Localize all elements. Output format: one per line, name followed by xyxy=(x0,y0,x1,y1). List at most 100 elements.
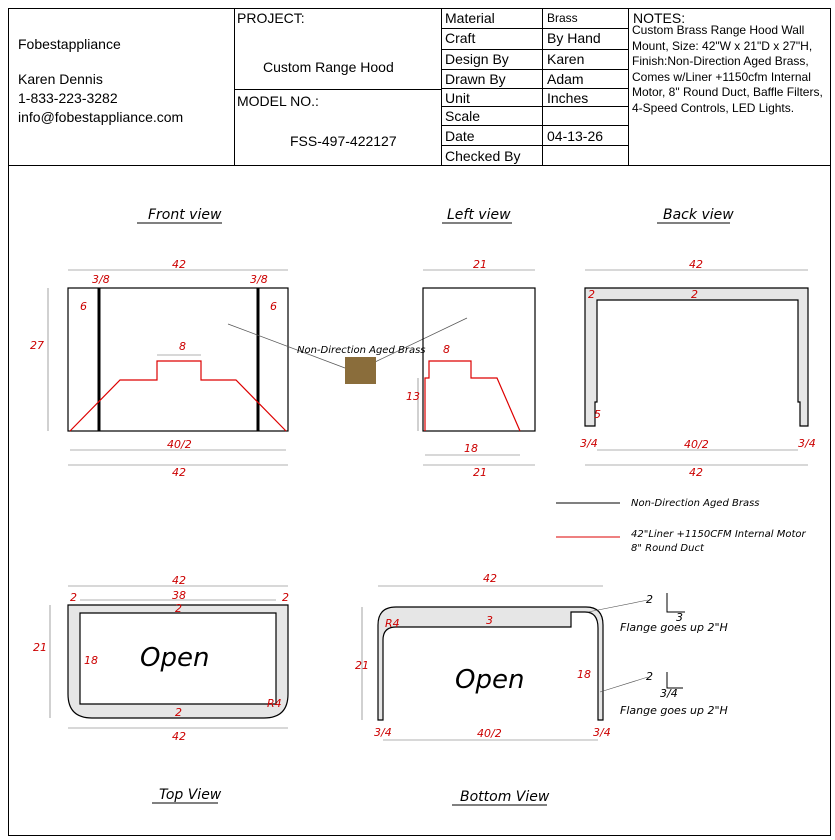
front-dim-40-1-2: 40/2 xyxy=(167,438,192,451)
title-block-divider xyxy=(628,8,629,166)
left-dim-8: 8 xyxy=(443,343,450,356)
left-dim-13: 13 xyxy=(406,390,420,403)
front-dim-42-bottom: 42 xyxy=(172,466,186,479)
bottom-dim-3-4-left: 3/4 xyxy=(374,726,392,739)
bottom-open-label: Open xyxy=(455,665,524,695)
top-dim-42-top: 42 xyxy=(172,574,186,587)
spec-value: Adam xyxy=(547,71,584,87)
callout-leader xyxy=(227,323,346,369)
legend-red-label-2: 8" Round Duct xyxy=(631,543,705,554)
material-callout-label: Non-Direction Aged Brass xyxy=(297,345,426,356)
top-dim-2-right: 2 xyxy=(282,591,289,604)
flange-note-top: Flange goes up 2"H xyxy=(620,621,728,634)
flange-dim-2-top: 2 xyxy=(646,593,653,606)
front-dim-8: 8 xyxy=(179,340,186,353)
left-dim-21-top: 21 xyxy=(473,258,487,271)
back-view-outline xyxy=(584,287,809,427)
front-dim-3-8-left: 3/8 xyxy=(92,273,110,286)
top-open-label: Open xyxy=(140,643,209,673)
bottom-dim-r4: R4 xyxy=(385,617,400,630)
spec-row-rule xyxy=(441,125,629,126)
top-dim-r4: R4 xyxy=(267,697,282,710)
contact-email[interactable]: info@fobestappliance.com xyxy=(18,109,184,125)
left-view-outline xyxy=(422,287,536,432)
flange-dim-3-4: 3/4 xyxy=(660,687,678,700)
bottom-dim-21: 21 xyxy=(355,659,369,672)
contact-phone: 1-833-223-3282 xyxy=(18,90,118,106)
top-view-outline xyxy=(67,604,289,719)
back-dim-5: 5 xyxy=(594,408,601,421)
spec-row-rule xyxy=(441,88,629,89)
spec-value: Inches xyxy=(547,90,589,106)
spec-key: Date xyxy=(445,128,475,144)
back-dim-2-left: 2 xyxy=(588,288,595,301)
top-view-title: Top View xyxy=(159,787,222,803)
back-dim-3-4-left: 3/4 xyxy=(580,437,598,450)
left-liner-outline xyxy=(424,360,521,432)
back-dim-3-4-right: 3/4 xyxy=(798,437,816,450)
bottom-dim-3-4-right: 3/4 xyxy=(593,726,611,739)
back-dim-42-bottom: 42 xyxy=(689,466,703,479)
title-block-bottom-rule xyxy=(8,165,831,166)
brass-swatch xyxy=(345,357,376,384)
front-liner-outline xyxy=(69,360,287,432)
spec-row-rule xyxy=(441,28,629,29)
top-dim-2-left: 2 xyxy=(70,591,77,604)
bottom-view-title: Bottom View xyxy=(460,789,550,805)
spec-value: Brass xyxy=(547,11,578,25)
spec-value: Karen xyxy=(547,51,585,67)
top-dim-38: 38 xyxy=(172,589,186,602)
front-dim-27: 27 xyxy=(30,339,44,352)
spec-row-rule xyxy=(441,49,629,50)
back-view-title: Back view xyxy=(663,207,734,223)
left-dim-21-bottom: 21 xyxy=(473,466,487,479)
spec-value: 04-13-26 xyxy=(547,128,604,144)
flange-dim-3: 3 xyxy=(676,611,683,624)
front-dim-3-8-right: 3/8 xyxy=(250,273,268,286)
front-dim-6-right: 6 xyxy=(270,300,277,313)
spec-key: Drawn By xyxy=(445,71,506,87)
top-dim-2-front: 2 xyxy=(175,602,182,615)
bottom-dim-18: 18 xyxy=(577,668,591,681)
contact-name: Karen Dennis xyxy=(18,71,103,87)
top-dim-21: 21 xyxy=(33,641,47,654)
front-dim-42-top: 42 xyxy=(172,258,186,271)
spec-key: Unit xyxy=(445,90,470,106)
back-dim-42-top: 42 xyxy=(689,258,703,271)
drawing-sheet xyxy=(8,8,831,836)
model-label: MODEL NO.: xyxy=(237,93,319,109)
company-name: Fobestappliance xyxy=(18,36,121,52)
project-value: Custom Range Hood xyxy=(263,59,394,75)
top-dim-18: 18 xyxy=(84,654,98,667)
model-value: FSS-497-422127 xyxy=(290,133,397,149)
spec-row-rule xyxy=(441,145,629,146)
title-block-divider xyxy=(542,8,543,166)
front-dim-6-left: 6 xyxy=(80,300,87,313)
notes-label: NOTES: xyxy=(633,10,686,26)
flange-profile-top xyxy=(666,593,685,613)
flange-profile-bottom xyxy=(666,672,683,689)
top-dim-2-back: 2 xyxy=(175,706,182,719)
spec-key: Design By xyxy=(445,51,509,67)
project-label: PROJECT: xyxy=(237,10,305,26)
spec-row-rule xyxy=(441,69,629,70)
spec-row-rule xyxy=(441,106,629,107)
left-view-title: Left view xyxy=(447,207,511,223)
legend-black-label: Non-Direction Aged Brass xyxy=(631,498,760,509)
back-dim-2-top: 2 xyxy=(691,288,698,301)
spec-key: Craft xyxy=(445,30,476,46)
back-dim-40-1-2: 40/2 xyxy=(684,438,709,451)
bottom-dim-40-1-2: 40/2 xyxy=(477,727,502,740)
flange-dim-2-bottom: 2 xyxy=(646,670,653,683)
spec-value: By Hand xyxy=(547,30,601,46)
front-view-title: Front view xyxy=(148,207,222,223)
spec-key: Checked By xyxy=(445,148,521,164)
spec-key: Scale xyxy=(445,108,481,124)
spec-key: Material xyxy=(445,10,495,26)
project-model-rule xyxy=(234,89,442,90)
left-dim-18: 18 xyxy=(464,442,478,455)
callout-leader xyxy=(374,317,468,363)
notes-text: Custom Brass Range Hood Wall Mount, Size… xyxy=(632,23,823,115)
bottom-dim-3: 3 xyxy=(486,614,493,627)
